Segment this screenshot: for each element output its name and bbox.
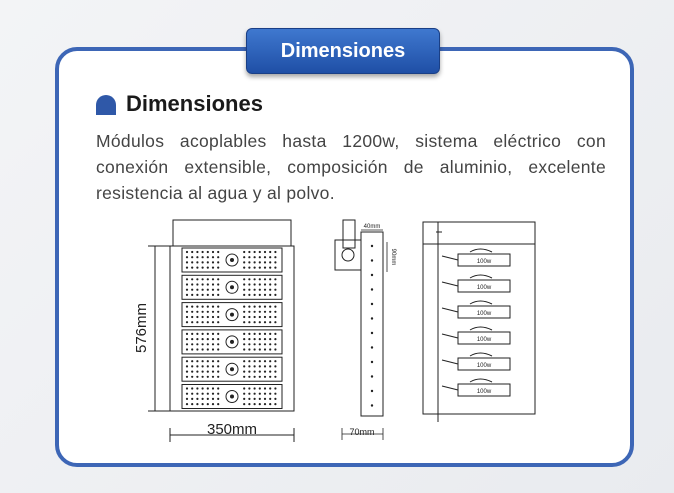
width-label: 350mm [207, 421, 257, 438]
front-module [181, 274, 283, 300]
back-module: 100w [441, 378, 511, 397]
back-module: 100w [441, 248, 511, 267]
front-module [181, 247, 283, 273]
side-width-label: 70mm [349, 427, 374, 437]
module-power-label: 100w [477, 285, 492, 291]
back-module: 100w [441, 352, 511, 371]
front-module [181, 356, 283, 382]
front-view [169, 219, 295, 412]
module-power-label: 100w [477, 311, 492, 317]
heading-marker-icon [96, 95, 116, 115]
side-height-label: 90mm [390, 249, 396, 266]
height-label: 576mm [133, 303, 150, 353]
front-body [169, 245, 295, 412]
info-card [55, 47, 634, 467]
section-heading: Dimensiones [96, 91, 263, 117]
module-power-label: 100w [477, 259, 492, 265]
module-power-label: 100w [477, 337, 492, 343]
dimension-drawing: 576mm 350mm 40mm 90mm 70mm 100w100w100w1… [133, 219, 536, 442]
front-module [181, 302, 283, 328]
section-description: Módulos acoplables hasta 1200w, sistema … [96, 131, 606, 203]
module-power-label: 100w [477, 363, 492, 369]
tab-dimensiones[interactable]: Dimensiones [246, 28, 440, 74]
section-title: Dimensiones [126, 91, 263, 116]
front-module [181, 384, 283, 409]
side-top-label: 40mm [364, 224, 381, 230]
back-module: 100w [441, 326, 511, 345]
front-module [181, 329, 283, 355]
front-top-bracket [172, 219, 292, 247]
back-module: 100w [441, 274, 511, 293]
back-view: 100w 100w 100w 100w 100w 100w [422, 221, 536, 422]
side-view [334, 219, 384, 417]
module-power-label: 100w [477, 389, 492, 395]
back-module: 100w [441, 300, 511, 319]
